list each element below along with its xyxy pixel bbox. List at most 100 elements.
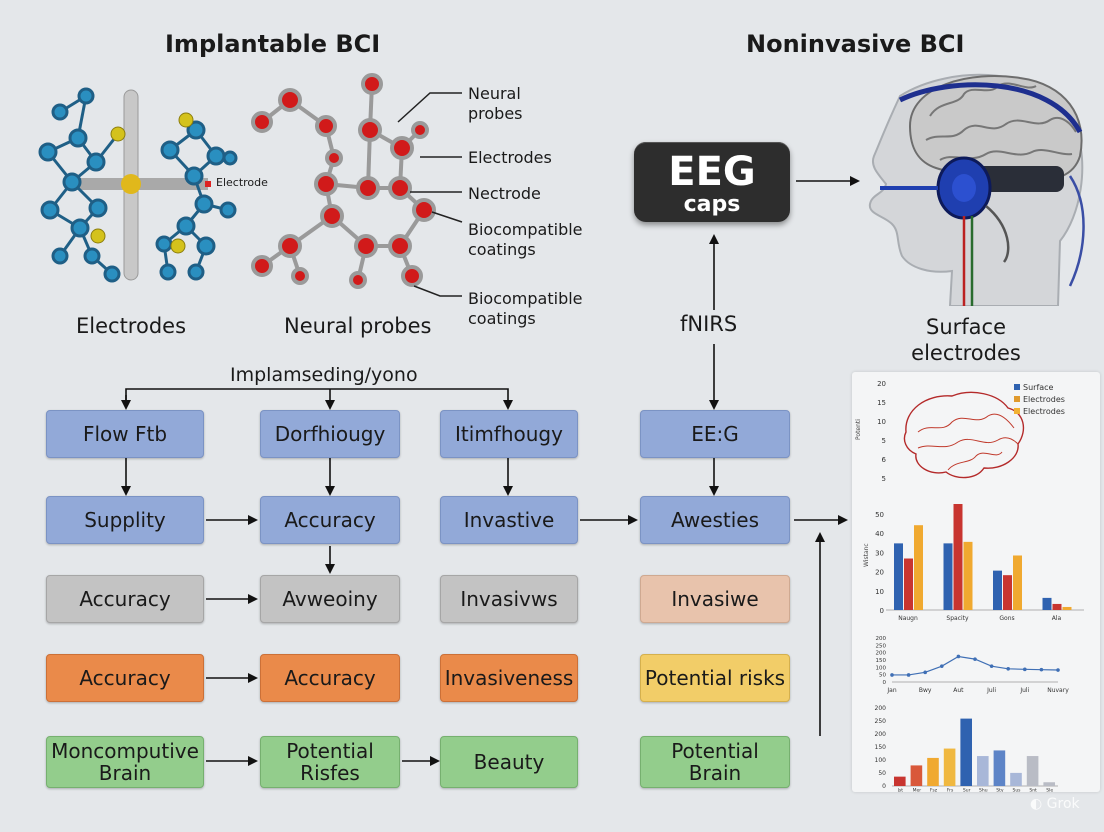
chart3-point [906, 673, 911, 677]
box-accuracy-row2: Accuracy [260, 496, 400, 544]
chart2-ytick: 0 [880, 607, 884, 615]
chart2-bar [914, 525, 923, 610]
chart4-xtick: Mer [913, 788, 922, 793]
chart2-bar [993, 570, 1002, 610]
chart4-bar [894, 776, 906, 786]
box-potential-brain: Potential Brain [640, 736, 790, 788]
implantable-title: Implantable BCI [165, 30, 381, 58]
chart2-xtick: Naugn [898, 615, 918, 622]
box-invasiwe: Invasiwe [640, 575, 790, 623]
chart3-point [923, 670, 927, 675]
chart1-legend-label: Electrodes [1023, 395, 1065, 404]
chart2-bar [963, 541, 973, 610]
box-eeg: EE:G [640, 410, 790, 458]
head-illustration [868, 73, 1085, 306]
chart4-ytick: 200 [875, 705, 887, 712]
chart2-ytick: 30 [875, 549, 884, 557]
chart1-ytick: 20 [877, 380, 886, 388]
chart4-xtick: Sle [1046, 788, 1053, 793]
chart4-bar [993, 750, 1006, 786]
caption-electrodes: Electrodes [76, 314, 187, 338]
chart3-point [1039, 667, 1044, 672]
chart1-legend-swatch [1014, 408, 1020, 414]
box-dorfhiougy: Dorfhiougy [260, 410, 400, 458]
chart2-ylabel: Wistanc [863, 543, 870, 567]
box-invastive: Invastive [440, 496, 578, 544]
chart2-bar [904, 558, 913, 610]
chart2-ytick: 50 [875, 511, 884, 519]
chart4-bar [943, 748, 956, 786]
watermark: ◐ Grok [1030, 796, 1080, 812]
box-accuracy-row4a: Accuracy [46, 654, 204, 702]
callout-coatings-2: Biocompatible coatings [468, 289, 583, 328]
chart4-bar [977, 756, 989, 786]
fnirs-label: fNIRS [680, 312, 738, 336]
chart4-xtick: Sty [996, 788, 1004, 793]
chart4-bar [910, 765, 923, 786]
chart2-ytick: 20 [875, 569, 884, 577]
chart2-bar [894, 543, 903, 610]
sulfur-atoms [90, 112, 194, 254]
chart1-legend-swatch [1014, 384, 1020, 390]
chart4-ytick: 100 [875, 757, 887, 764]
chart3-point [1006, 667, 1010, 671]
eeg-caps-device: EEG caps [634, 142, 790, 222]
chart1-ytick: 5 [882, 475, 886, 483]
chart4-bar [1026, 756, 1039, 786]
chart3-xtick: Bwy [919, 687, 932, 694]
sensor-wires [962, 175, 1085, 306]
chart2-bar [1042, 597, 1052, 610]
box-moncomputive-brain: Moncomputive Brain [46, 736, 204, 788]
chart1-ytick: 6 [882, 456, 887, 464]
box-potential-risfes: Potential Risfes [260, 736, 400, 788]
electrode-rod [68, 89, 211, 281]
chart4-ytick: 200 [875, 731, 887, 738]
chart4-xtick: Fsz [930, 788, 938, 793]
chart4-xtick: Frs [947, 788, 954, 793]
box-flow-ftb: Flow Ftb [46, 410, 204, 458]
chart3-ytick: 0 [883, 680, 887, 686]
chart2-xtick: Spacity [946, 615, 969, 622]
chart3-point [890, 673, 894, 677]
chart3-point [1056, 668, 1060, 672]
chart4-ytick: 150 [875, 744, 887, 751]
box-supplity: Supplity [46, 496, 204, 544]
box-beauty: Beauty [440, 736, 578, 788]
chart1-legend-label: Surface [1023, 383, 1054, 392]
chart3-point [956, 654, 961, 659]
chart3-point [973, 657, 977, 661]
chart1-ylabel: Potenti [855, 419, 862, 440]
chart4-xtick: Snt [1029, 788, 1037, 793]
callout-nectrode: Nectrode [468, 184, 541, 203]
chart4-xtick: Shu [979, 788, 988, 793]
watermark-text: Grok [1046, 796, 1080, 812]
chart4-bar [960, 718, 972, 786]
chart4-xtick: Sus [1012, 788, 1021, 793]
chart2-bar [1013, 555, 1022, 610]
callout-coatings-1: Biocompatible coatings [468, 220, 583, 259]
chart4-bar [1043, 782, 1055, 786]
caption-neural-probes: Neural probes [284, 314, 432, 338]
chart2-bar [1052, 603, 1062, 610]
chart3-ytick: 250 [876, 643, 887, 649]
chart-brain-outline [903, 391, 1025, 479]
chart4-ytick: 250 [875, 718, 887, 725]
box-itimfhougy: Itimfhougy [440, 410, 578, 458]
callout-electrodes: Electrodes [468, 148, 552, 167]
chart3-point [1023, 667, 1027, 672]
chart3-ytick: 50 [879, 673, 886, 679]
electrode-tag: Electrode [216, 176, 268, 189]
grok-icon: ◐ [1030, 796, 1047, 812]
chart4-bar [1010, 772, 1022, 786]
chart1-ytick: 15 [877, 399, 886, 407]
chart2-ytick: 40 [875, 530, 884, 538]
chart3-xtick: Juli [1019, 687, 1029, 694]
chart4-ytick: 0 [882, 783, 886, 790]
red-molecule [251, 73, 436, 289]
box-accuracy-row4b: Accuracy [260, 654, 400, 702]
surface-electrodes-caption: Surface electrodes [911, 315, 1021, 365]
